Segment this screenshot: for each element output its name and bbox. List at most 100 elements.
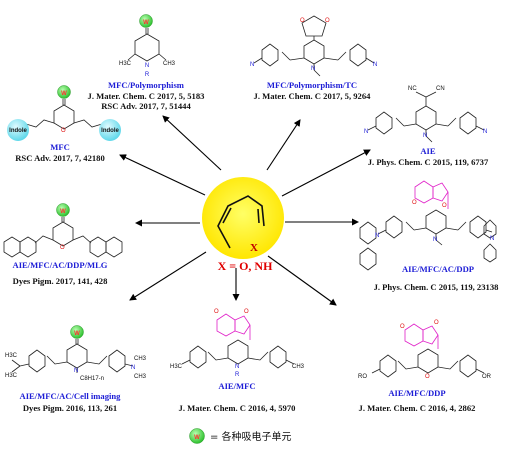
w-symbol: W xyxy=(194,435,200,441)
atom-label: N xyxy=(145,63,149,69)
property-label: MFC/Polymorphism xyxy=(108,80,185,90)
panel-right-2: O O N N N AIE/MFC/AC/DDP J. Phys. Chem. … xyxy=(359,180,500,292)
atom-label: N xyxy=(311,66,315,72)
arrow-top xyxy=(162,115,222,171)
panel-bottom-center: O O H3C CH3 N R AIE/MFC J. Mater. Chem. … xyxy=(170,309,305,413)
w-symbol: W xyxy=(61,91,67,97)
reference: RSC Adv. 2017, 7, 51444 xyxy=(101,101,191,111)
legend-text: = 各种吸电子单元 xyxy=(210,430,292,443)
panel-top-right: O O N N N MFC/Polymorphism/TC J. Mater. … xyxy=(250,15,377,101)
property-label: AIE xyxy=(420,146,436,156)
pyran-ring xyxy=(217,195,265,249)
core-x-atom: X xyxy=(250,242,258,254)
property-label: AIE/MFC xyxy=(218,381,255,391)
atom-label: O xyxy=(400,324,405,330)
panel-right-1: NC CN N N N AIE J. Phys. Chem. C 2015, 1… xyxy=(364,86,489,167)
atom-label: N xyxy=(483,129,487,135)
molecule-structure xyxy=(367,91,485,143)
arrows xyxy=(119,115,371,306)
atom-label: CH3 xyxy=(292,364,305,370)
atom-label: C8H17-n xyxy=(80,376,104,382)
atom-label: CH3 xyxy=(134,356,147,362)
w-badge xyxy=(70,325,84,339)
atom-label: O xyxy=(442,203,447,209)
indole-bubble xyxy=(7,119,29,141)
arrow-upper-left xyxy=(119,154,206,196)
panel-top: W H3C CH3 N R MFC/Polymorphism J. Mater.… xyxy=(88,14,205,111)
w-symbol: W xyxy=(74,331,80,337)
reference: J. Mater. Chem. C 2017, 5, 5183 xyxy=(88,91,205,101)
atom-label: R xyxy=(145,72,150,78)
reference: J. Mater. Chem. C 2017, 5, 9264 xyxy=(254,91,372,101)
legend: W = 各种吸电子单元 xyxy=(189,428,292,444)
atom-label: O xyxy=(244,309,249,315)
atom-label: N xyxy=(250,62,254,68)
reference: J. Phys. Chem. C 2015, 119, 23138 xyxy=(374,282,500,292)
atom-label: N xyxy=(74,368,78,374)
atom-label: N xyxy=(375,233,379,239)
atom-label: CN xyxy=(436,86,445,92)
indole-label: Indole xyxy=(101,128,119,134)
atom-label: R xyxy=(235,372,240,378)
molecule-structure xyxy=(11,339,134,373)
property-label: AIE/MFC/AC/Cell imaging xyxy=(20,391,122,401)
reference: RSC Adv. 2017, 7, 42180 xyxy=(15,153,105,163)
molecule-structure xyxy=(25,99,103,130)
panel-bottom-right: O O O RO OR AIE/MFC/DDP J. Mater. Chem. … xyxy=(358,320,492,413)
w-badge xyxy=(56,203,70,217)
atom-label: O xyxy=(425,374,430,380)
molecule-structure xyxy=(253,15,375,77)
atom-label: O xyxy=(214,309,219,315)
arrow-top-right xyxy=(266,119,301,171)
atom-label: N xyxy=(131,365,135,371)
atom-label: N xyxy=(235,364,239,370)
indole-bubble xyxy=(99,119,121,141)
indole-label: Indole xyxy=(9,128,27,134)
atom-label: O xyxy=(412,200,417,206)
w-symbol: W xyxy=(60,209,66,215)
atom-label: H3C xyxy=(5,373,18,379)
atom-label: O xyxy=(60,245,65,251)
atom-label: N xyxy=(433,237,437,243)
molecule-structure xyxy=(359,209,497,271)
w-badge xyxy=(57,85,71,99)
reference: J. Phys. Chem. C 2015, 119, 6737 xyxy=(368,157,489,167)
atom-label: O xyxy=(300,18,305,24)
w-badge xyxy=(189,428,205,444)
molecule-structure xyxy=(371,348,485,378)
atom-label: O xyxy=(61,128,66,134)
panel-upper-left: W O Indole Indole MFC RSC Adv. 2017, 7, … xyxy=(7,85,121,163)
property-label: MFC xyxy=(50,142,70,152)
atom-label: O xyxy=(434,320,439,326)
reference: J. Mater. Chem. C 2016, 4, 5970 xyxy=(179,403,296,413)
panel-left-mid: W O AIE/MFC/AC/DDP/MLG Dyes Pigm. 2017, … xyxy=(3,203,123,286)
atom-label: CH3 xyxy=(163,61,176,67)
molecule-structure xyxy=(181,339,295,369)
arrow-bottom-right xyxy=(267,255,337,306)
atom-label: OR xyxy=(482,374,492,380)
molecule-structure xyxy=(127,28,167,62)
atom-label: N xyxy=(490,236,494,242)
property-label: MFC/Polymorphism/TC xyxy=(267,80,357,90)
atom-label: H3C xyxy=(5,353,18,359)
reference: Dyes Pigm. 2017, 141, 428 xyxy=(13,276,108,286)
panel-bottom-left: W H3C H3C N CH3 CH3 N C8H17-n AIE/MFC/AC… xyxy=(5,325,147,413)
reference: Dyes Pigm. 2016, 113, 261 xyxy=(23,403,117,413)
atom-label: O xyxy=(325,18,330,24)
molecule-structure xyxy=(3,217,123,258)
core-circle xyxy=(202,177,284,259)
property-label: AIE/MFC/DDP xyxy=(388,388,445,398)
acceptor-structure xyxy=(414,180,449,209)
reference: J. Mater. Chem. C 2016, 4, 2862 xyxy=(359,403,476,413)
property-label: AIE/MFC/AC/DDP/MLG xyxy=(12,260,107,270)
arrow-bottom-left xyxy=(129,251,207,301)
acceptor-structure xyxy=(404,323,439,349)
atom-label: NC xyxy=(408,86,417,92)
acceptor-structure xyxy=(216,313,251,340)
property-label: AIE/MFC/AC/DDP xyxy=(402,264,474,274)
atom-label: N xyxy=(423,133,427,139)
w-badge xyxy=(139,14,153,28)
atom-label: N xyxy=(373,62,377,68)
atom-label: H3C xyxy=(119,61,132,67)
